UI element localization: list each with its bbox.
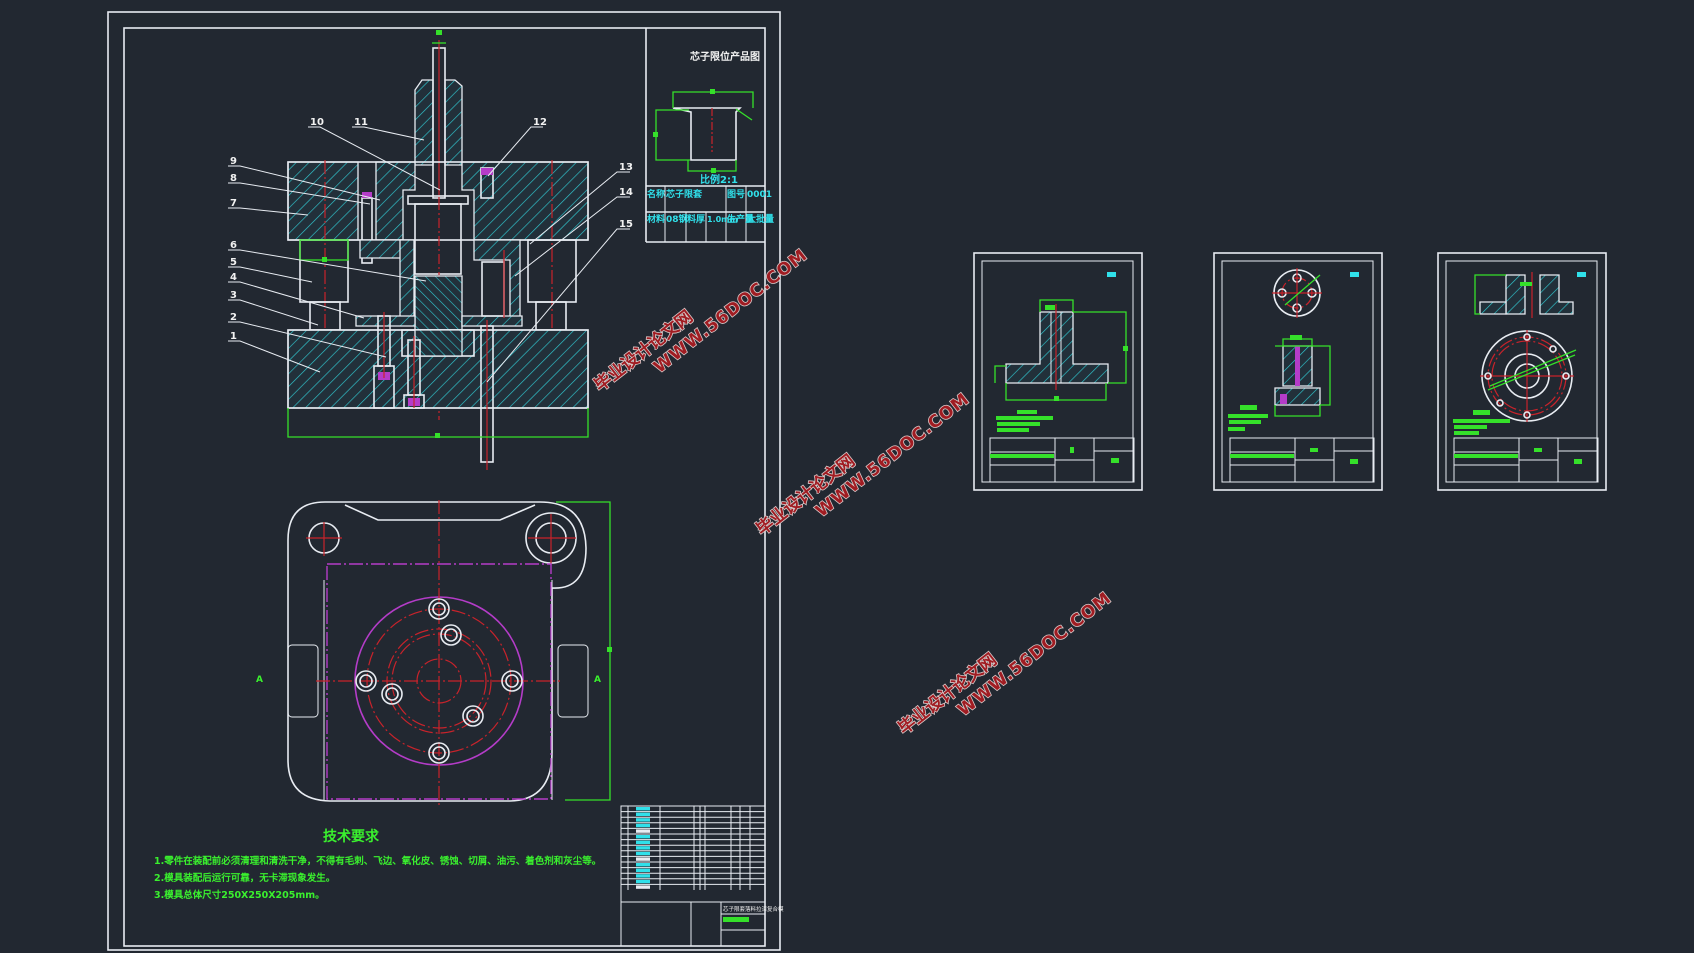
bom-row-name <box>636 851 650 856</box>
part-label-9: 9 <box>230 156 237 167</box>
title-block: 芯子限套落料拉深复合模 <box>620 805 784 947</box>
part-label-3: 3 <box>230 290 237 301</box>
watermark-url: WWW.56DOC.COM <box>812 389 974 521</box>
part-label-11: 11 <box>354 117 368 128</box>
product-scale: 比例2:1 <box>700 173 738 186</box>
watermark-2: 毕业设计论文网 WWW.56DOC.COM <box>751 388 974 540</box>
svg-text:A: A <box>594 675 601 685</box>
svg-text:生产量: 生产量 <box>727 213 754 225</box>
part-label-7: 7 <box>230 198 237 209</box>
watermark-3: 毕业设计论文网 WWW.56DOC.COM <box>893 587 1116 739</box>
drawing-name: 芯子限套落料拉深复合模 <box>723 905 784 913</box>
svg-text:1.0mm: 1.0mm <box>707 215 738 224</box>
part-sheet-title-block <box>1453 437 1599 483</box>
watermark-url: WWW.56DOC.COM <box>650 245 812 377</box>
part-label-10: 10 <box>310 117 324 128</box>
svg-text:A: A <box>256 675 263 685</box>
part-label-12: 12 <box>533 117 547 128</box>
svg-text:料厚: 料厚 <box>687 213 705 225</box>
tech-requirement-1: 1.零件在装配前必须清理和清洗干净，不得有毛刺、飞边、氧化皮、锈蚀、切屑、油污、… <box>154 855 601 867</box>
part-label-13: 13 <box>619 162 633 173</box>
tech-requirement-2: 2.模具装配后运行可靠，无卡滞现象发生。 <box>154 872 335 884</box>
product-view-box: 芯子限位产品图 比例2:1 名称 芯子限套 图 <box>645 28 774 243</box>
drawing-number-field <box>723 917 749 922</box>
svg-text:芯子限套: 芯子限套 <box>666 188 703 200</box>
bolt-holes <box>355 598 523 764</box>
bom-row-name <box>636 846 650 850</box>
part-label-15: 15 <box>619 219 633 230</box>
bom-row-name <box>636 818 650 822</box>
watermark-1: 毕业设计论文网 WWW.56DOC.COM <box>589 244 812 396</box>
assembly-section-view: 9 8 7 6 5 4 3 2 1 10 11 12 13 14 15 <box>228 30 633 470</box>
svg-text:图号: 图号 <box>727 189 745 200</box>
product-info-table: 名称 芯子限套 图号 0001 材料 08钢 料厚 1.0mm 生产量 大批量 <box>646 185 774 242</box>
svg-text:材料: 材料 <box>646 213 665 225</box>
svg-text:0001: 0001 <box>747 190 772 200</box>
part-label-6: 6 <box>230 240 237 251</box>
product-view-title: 芯子限位产品图 <box>690 50 760 63</box>
main-sheet: 芯子限位产品图 比例2:1 名称 芯子限套 图 <box>107 11 784 951</box>
part-label-14: 14 <box>619 187 633 198</box>
assembly-plan-view: A A <box>256 500 612 805</box>
tech-requirement-3: 3.模具总体尺寸250X250X205mm。 <box>154 889 325 901</box>
tech-requirements-title: 技术要求 <box>323 828 380 845</box>
tech-requirements: 技术要求 1.零件在装配前必须清理和清洗干净，不得有毛刺、飞边、氧化皮、锈蚀、切… <box>154 828 601 901</box>
svg-text:名称: 名称 <box>647 188 665 200</box>
bom-row-name <box>636 835 650 839</box>
part-labels-left: 9 8 7 6 5 4 3 2 1 <box>230 156 237 342</box>
bom-row-name <box>636 840 650 844</box>
part-sheet-punch <box>973 252 1143 491</box>
bom-row-name <box>636 807 650 811</box>
bom-row-name <box>636 868 650 872</box>
bom-row-name <box>636 863 650 867</box>
bom-row-name <box>636 829 650 833</box>
part-sheet-die <box>1437 252 1607 491</box>
inner-frame <box>123 27 766 947</box>
part-label-1: 1 <box>230 331 237 342</box>
part-leaders-left <box>228 165 427 373</box>
svg-text:08钢: 08钢 <box>666 213 688 225</box>
part-label-2: 2 <box>230 312 237 323</box>
part-sheet-title-block <box>1229 437 1375 483</box>
part-label-5: 5 <box>230 257 237 268</box>
part-sheet-title-block <box>989 437 1135 483</box>
bom-row-name <box>636 874 650 878</box>
bom-row-name <box>636 812 650 816</box>
part-sheet-punch-die <box>1213 252 1383 491</box>
bom-row-name <box>636 857 650 861</box>
bom-row-name <box>636 885 650 889</box>
svg-text:大批量: 大批量 <box>747 213 774 225</box>
bom-row-name <box>636 823 650 828</box>
part-label-4: 4 <box>230 272 237 283</box>
outer-frame <box>107 11 781 951</box>
part-label-8: 8 <box>230 173 237 184</box>
watermark-url: WWW.56DOC.COM <box>954 588 1116 720</box>
bom-row-name <box>636 879 650 884</box>
